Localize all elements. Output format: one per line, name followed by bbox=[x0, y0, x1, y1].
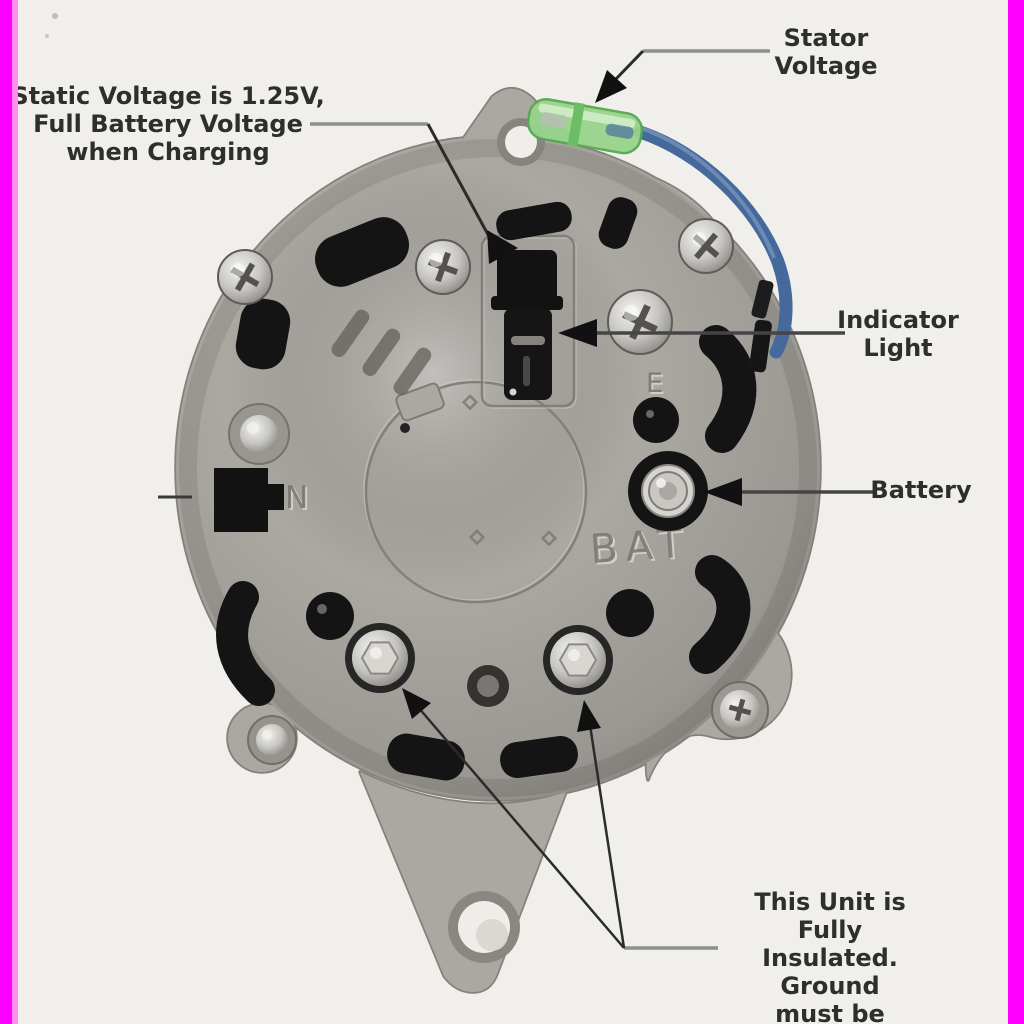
leader-static-voltage bbox=[310, 122, 518, 264]
screw-right-upper bbox=[678, 218, 734, 274]
n-terminal bbox=[214, 468, 284, 532]
label-indicator-light: Indicator Light bbox=[837, 306, 959, 362]
svg-text:N: N bbox=[287, 482, 310, 518]
stator-connector bbox=[526, 98, 644, 155]
label-battery: Battery bbox=[870, 476, 972, 504]
label-static-voltage-note: Static Voltage is 1.25V, Full Battery Vo… bbox=[11, 82, 325, 166]
arrow-battery bbox=[704, 478, 742, 506]
arrow-static-voltage bbox=[487, 230, 518, 264]
leader-ground-note bbox=[402, 688, 718, 950]
marking-n: N N bbox=[285, 480, 310, 518]
svg-text:E: E bbox=[648, 370, 665, 401]
battery-terminal bbox=[628, 451, 708, 531]
screw-bottom-left bbox=[247, 715, 297, 765]
label-stator-voltage: Stator Voltage bbox=[774, 24, 878, 80]
marking-e: E E bbox=[646, 368, 665, 401]
screw-top-left bbox=[217, 249, 273, 305]
ground-stud-left bbox=[345, 623, 415, 693]
magenta-border-right bbox=[1008, 0, 1024, 1024]
arrow-stator-voltage bbox=[595, 70, 627, 103]
stud-center-small bbox=[467, 665, 509, 707]
emboss-circle bbox=[363, 379, 588, 604]
screw-right-ear bbox=[711, 681, 769, 739]
magenta-border-left-inner bbox=[12, 0, 18, 1024]
label-ground-note: This Unit is Fully Insulated. Ground mus… bbox=[754, 888, 906, 1024]
arrow-indicator-light bbox=[558, 319, 597, 347]
arrow-ground-right bbox=[577, 700, 601, 732]
svg-text:BAT: BAT bbox=[591, 522, 694, 575]
leader-indicator-light bbox=[558, 319, 845, 347]
dust-speck bbox=[52, 13, 58, 19]
dome-nut-left bbox=[228, 403, 290, 465]
screw-top-mid bbox=[415, 239, 471, 295]
ground-stud-right bbox=[543, 625, 613, 695]
magenta-border-left bbox=[0, 0, 12, 1024]
indicator-terminal-plug bbox=[491, 250, 563, 400]
leader-stator-voltage bbox=[595, 49, 770, 103]
vent-slots bbox=[216, 197, 757, 781]
arrow-ground-left bbox=[402, 688, 431, 719]
lug-hole bbox=[448, 891, 520, 963]
dust-speck bbox=[45, 34, 49, 38]
svg-text:E: E bbox=[646, 368, 663, 399]
leader-battery bbox=[704, 478, 876, 506]
svg-text:N: N bbox=[285, 480, 308, 516]
screw-right-mid bbox=[607, 289, 673, 355]
